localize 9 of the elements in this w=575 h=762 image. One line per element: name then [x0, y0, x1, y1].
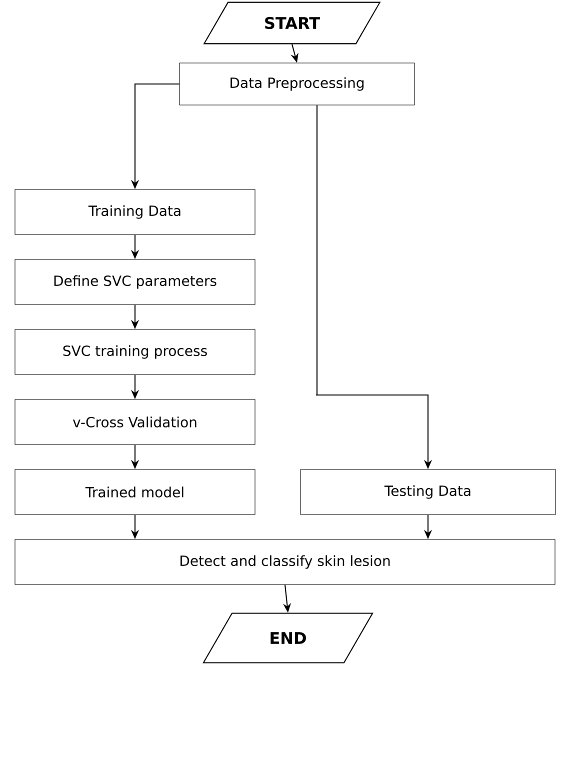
process-box: v-Cross Validation	[14, 399, 256, 445]
process-box: SVC training process	[14, 329, 256, 375]
process-box: Detect and classify skin lesion	[14, 539, 556, 585]
process-box: Data Preprocessing	[179, 62, 415, 106]
process-box: Testing Data	[300, 469, 556, 515]
process-box: Training Data	[14, 189, 256, 235]
process-box: Define SVC parameters	[14, 259, 256, 305]
process-box: Trained model	[14, 469, 256, 515]
terminal-parallelogram: END	[202, 612, 374, 664]
